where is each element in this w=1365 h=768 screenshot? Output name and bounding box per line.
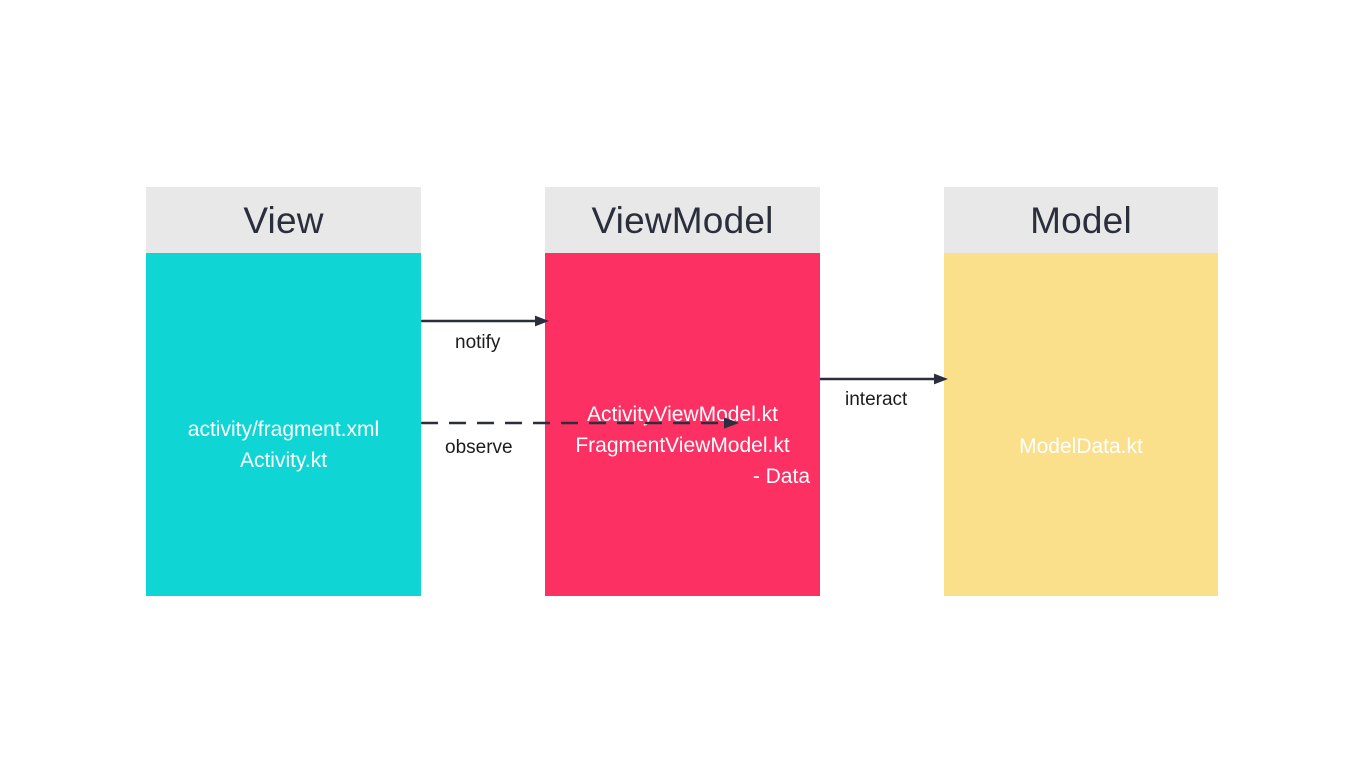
layer-file-item: ModelData.kt xyxy=(1019,435,1143,458)
layer-box-viewmodel: ViewModel ActivityViewModel.kt FragmentV… xyxy=(545,187,820,596)
arrow-label-interact: interact xyxy=(845,389,908,410)
layer-header-model: Model xyxy=(944,187,1218,253)
arrow-observe-line xyxy=(421,417,739,429)
layer-title-viewmodel: ViewModel xyxy=(591,199,774,241)
layer-file-item: Activity.kt xyxy=(239,448,328,472)
layer-box-view: View activity/fragment.xml Activity.kt xyxy=(146,187,421,596)
arrow-observe xyxy=(421,413,739,433)
layer-files-model: ModelData.kt xyxy=(944,431,1218,462)
arrow-label-notify: notify xyxy=(455,332,501,353)
layer-header-view: View xyxy=(146,187,421,253)
layer-box-model: Model ModelData.kt xyxy=(944,187,1218,596)
layer-files-view: activity/fragment.xml Activity.kt xyxy=(146,414,421,476)
arrow-interact-line xyxy=(820,373,948,385)
layer-body-view: activity/fragment.xml Activity.kt xyxy=(146,253,421,596)
layer-body-viewmodel: ActivityViewModel.kt FragmentViewModel.k… xyxy=(545,253,820,596)
layer-file-item: activity/fragment.xml xyxy=(187,417,380,441)
layer-title-model: Model xyxy=(1030,199,1132,241)
layer-file-item: - Data xyxy=(752,465,810,488)
arrow-notify xyxy=(421,311,549,331)
layer-file-item: FragmentViewModel.kt xyxy=(575,434,790,457)
arrow-interact xyxy=(820,369,948,389)
layer-title-view: View xyxy=(243,199,324,241)
layer-body-model: ModelData.kt xyxy=(944,253,1218,596)
arrow-notify-line xyxy=(421,315,549,327)
layer-header-viewmodel: ViewModel xyxy=(545,187,820,253)
arrow-label-observe: observe xyxy=(445,437,513,458)
